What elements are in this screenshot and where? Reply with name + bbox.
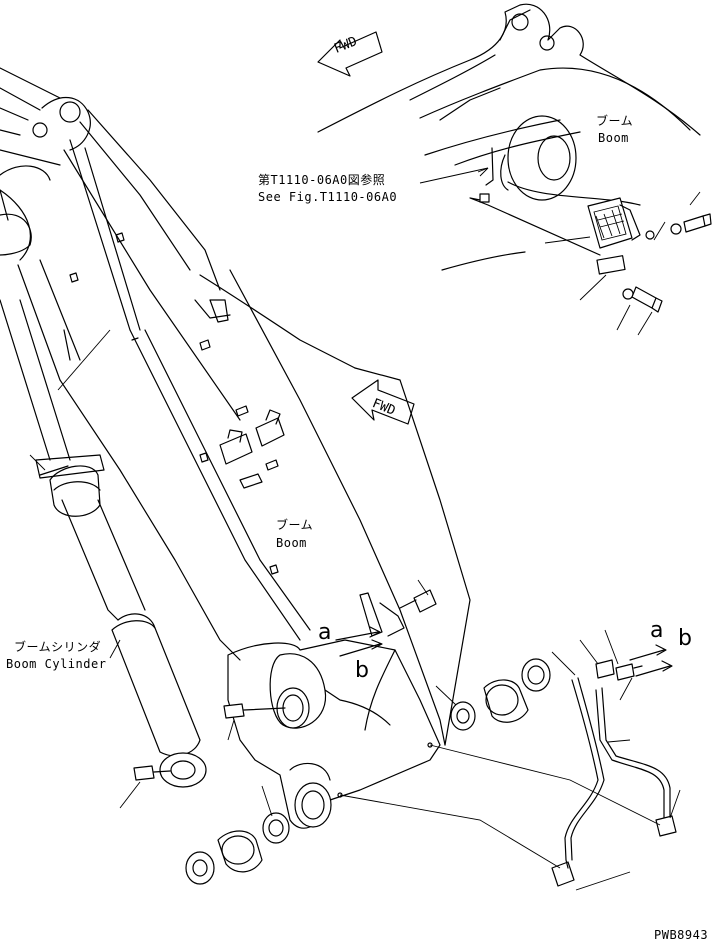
boom-cylinder-label-en: Boom Cylinder bbox=[6, 657, 107, 671]
connection-a-right: a bbox=[650, 618, 664, 643]
leader-lines-bottom bbox=[29, 329, 633, 817]
connection-b-left: b bbox=[355, 658, 369, 683]
drawing-number: PWB8943 bbox=[654, 928, 709, 942]
leader-lines-top bbox=[419, 167, 701, 336]
boom-cylinder-label-jp: ブームシリンダ bbox=[14, 640, 102, 654]
grease-pipes bbox=[337, 677, 681, 891]
fwd-arrow-top bbox=[317, 31, 383, 77]
main-boom bbox=[0, 67, 446, 746]
boom-head-detail bbox=[317, 3, 701, 271]
boom-foot bbox=[227, 367, 471, 829]
work-light bbox=[469, 147, 712, 313]
boom-mid-label-en: Boom bbox=[276, 536, 307, 550]
boom-cylinder bbox=[0, 299, 207, 788]
boom-top-label-jp: ブーム bbox=[596, 114, 634, 128]
boom-clamps bbox=[69, 232, 285, 575]
see-figure-label-en: See Fig.T1110-06A0 bbox=[258, 190, 398, 204]
connection-a-left: a bbox=[318, 620, 332, 645]
connection-b-right: b bbox=[678, 626, 692, 651]
boom-mid-label-jp: ブーム bbox=[276, 518, 314, 532]
bushings bbox=[185, 658, 551, 885]
connection-arrows bbox=[335, 626, 673, 677]
see-figure-label-jp: 第T1110-06A0図参照 bbox=[258, 173, 386, 187]
grease-fittings bbox=[133, 589, 643, 781]
boom-top-label-en: Boom bbox=[598, 131, 629, 145]
